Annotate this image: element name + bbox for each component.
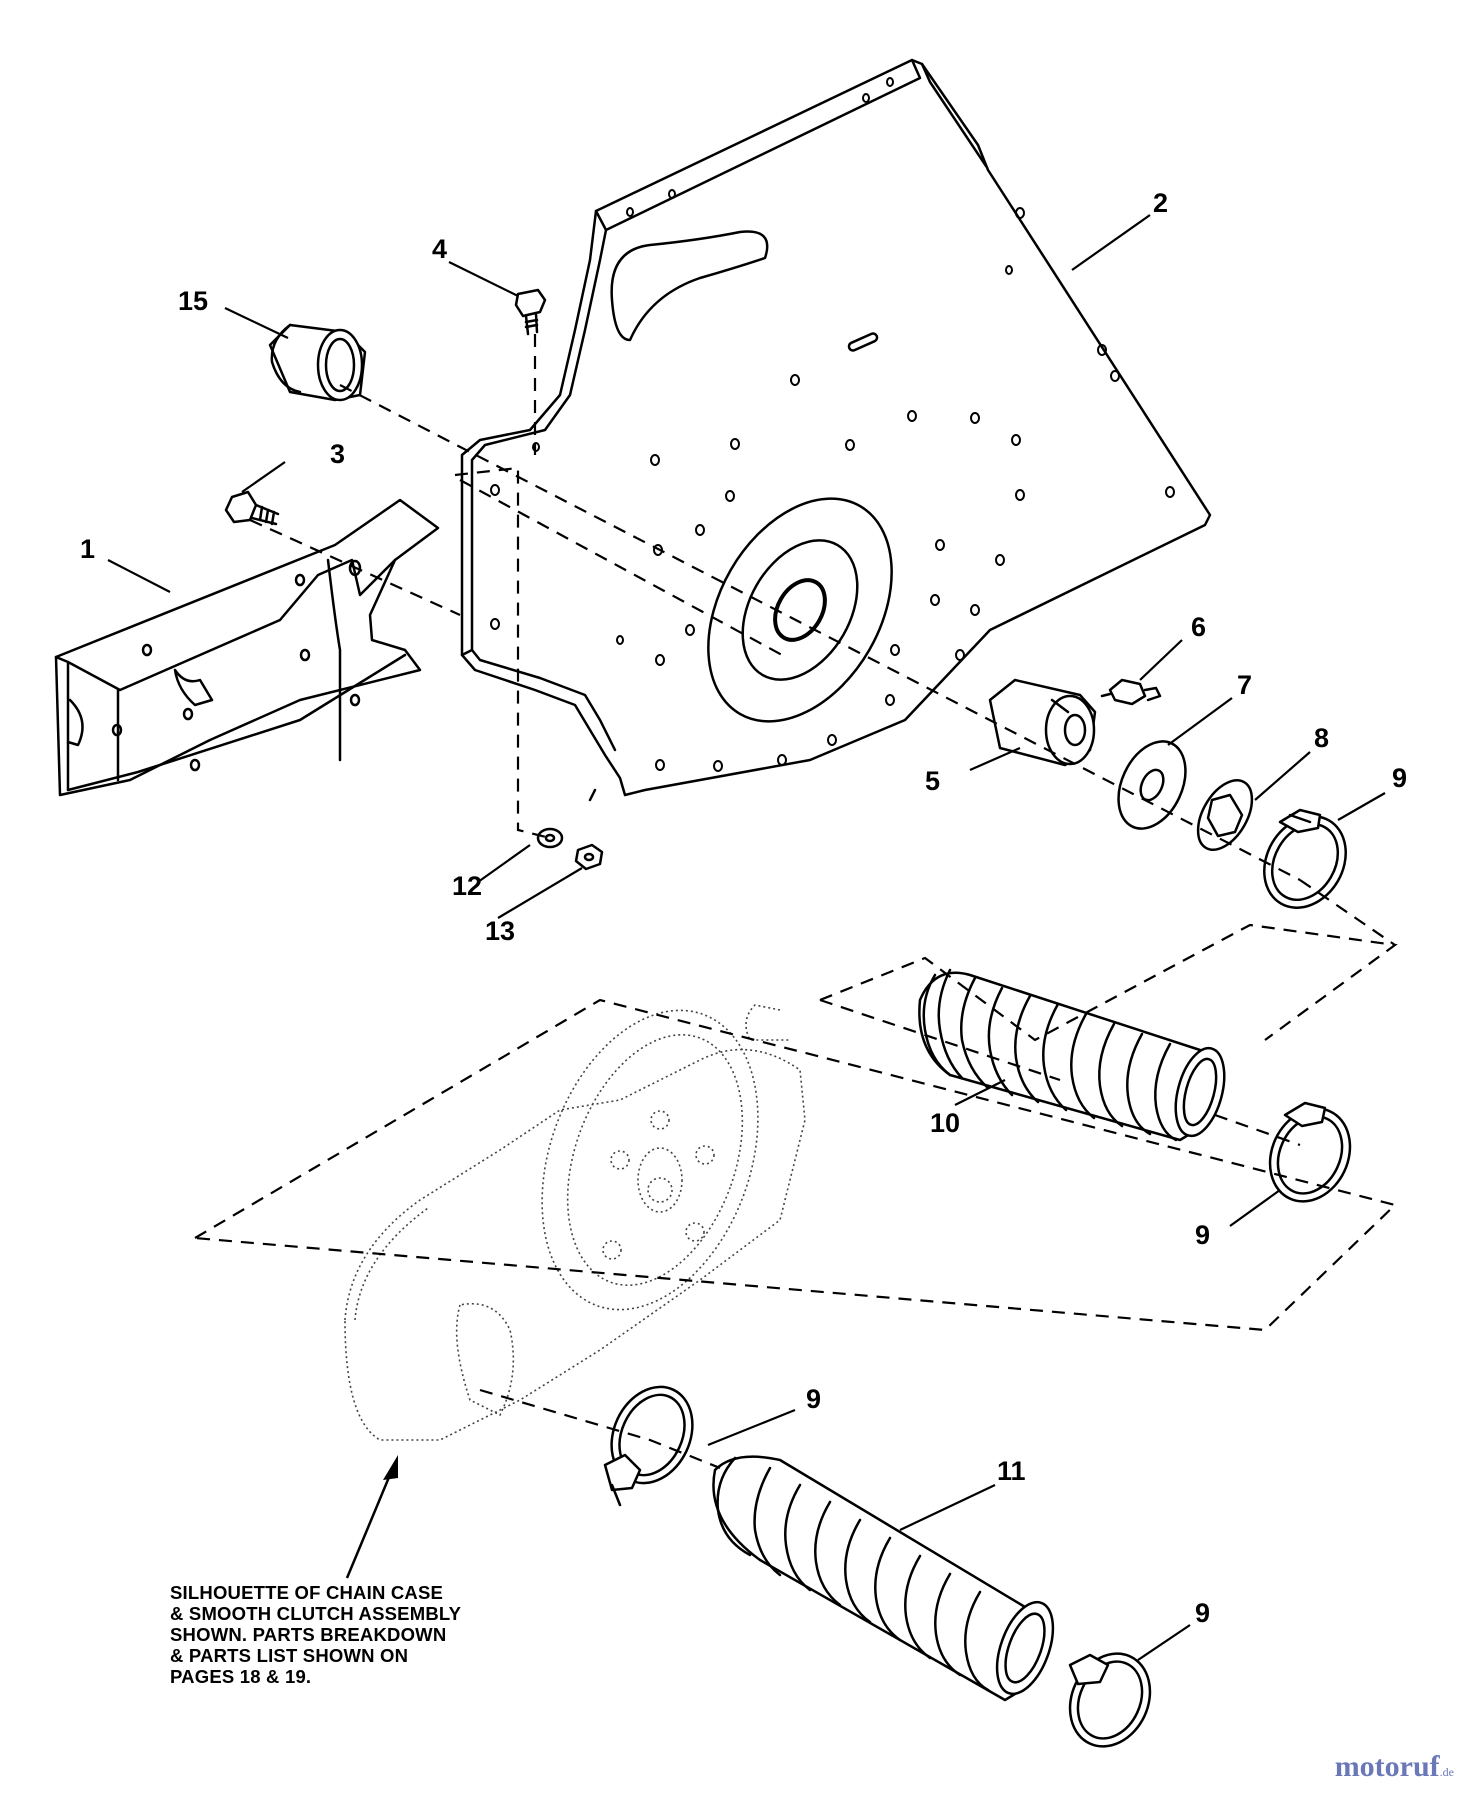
part-1-frame-bracket: [54, 498, 440, 797]
note-line: SILHOUETTE OF CHAIN CASE: [170, 1582, 444, 1603]
part-5-collar: [988, 678, 1097, 767]
callout-7: 7: [1237, 670, 1252, 700]
note-line: PAGES 18 & 19.: [170, 1666, 312, 1687]
callout-3: 3: [330, 439, 345, 469]
part-7-washer: [1117, 740, 1187, 830]
part-11-boot: [712, 1455, 1055, 1702]
callout-4: 4: [432, 234, 447, 264]
callout-9: 9: [1195, 1598, 1210, 1628]
callout-9: 9: [806, 1384, 821, 1414]
note-line: & PARTS LIST SHOWN ON: [170, 1645, 409, 1666]
part-9-hose-clamp-c: [603, 1385, 694, 1507]
callout-9: 9: [1392, 763, 1407, 793]
callout-6: 6: [1191, 612, 1206, 642]
callout-2: 2: [1153, 188, 1168, 218]
part-12-washer: [536, 827, 564, 849]
part-9-hose-clamp-d: [1068, 1652, 1152, 1748]
assembly-dashed-lines: [194, 334, 1398, 1470]
part-9-hose-clamp-a: [1263, 808, 1347, 909]
part-2-main-plate: [460, 58, 1212, 802]
callout-10: 10: [930, 1108, 960, 1138]
watermark-main: motoruf: [1334, 1750, 1440, 1783]
callout-5: 5: [925, 766, 940, 796]
part-8-lock-washer: [1196, 779, 1254, 851]
part-4-bolt: [514, 288, 547, 336]
note-line: SHOWN. PARTS BREAKDOWN: [170, 1624, 447, 1645]
note-arrow: [345, 1455, 398, 1579]
part-6-grease-fitting: [1100, 678, 1162, 706]
part-9-hose-clamp-b: [1268, 1101, 1352, 1203]
callout-8: 8: [1314, 723, 1329, 753]
chain-case-silhouette: [344, 1004, 806, 1441]
note-line: & SMOOTH CLUTCH ASSEMBLY: [170, 1603, 462, 1624]
callout-13: 13: [485, 916, 515, 946]
watermark: motoruf.de: [1335, 1750, 1454, 1784]
part-13-nut: [574, 843, 604, 871]
callout-15: 15: [178, 286, 208, 316]
callout-11: 11: [997, 1456, 1026, 1486]
silhouette-note: SILHOUETTE OF CHAIN CASE & SMOOTH CLUTCH…: [170, 1582, 530, 1687]
plate-holes: [490, 77, 1175, 772]
callout-12: 12: [452, 871, 482, 901]
watermark-suffix: .de: [1439, 1765, 1454, 1779]
leader-lines: [107, 214, 1386, 1661]
callout-1: 1: [80, 534, 95, 564]
part-10-boot: [918, 968, 1226, 1142]
part-15-bushing: [268, 323, 367, 402]
callout-9: 9: [1195, 1220, 1210, 1250]
callout-numbers: 1 2 3 4 5 6 7 8 9 9 9 9 10 11 12 13 15: [80, 188, 1407, 1628]
part-3-bolt: [224, 490, 280, 526]
